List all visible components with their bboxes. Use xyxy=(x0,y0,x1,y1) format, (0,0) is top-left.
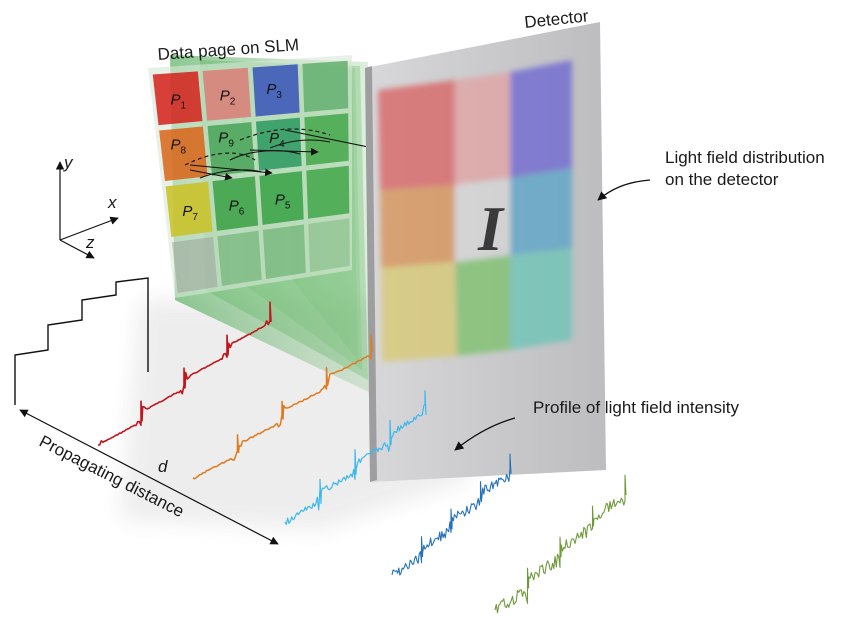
axis-triad xyxy=(55,161,119,259)
slm-cell xyxy=(165,181,213,238)
axis-x-label: x xyxy=(107,193,117,212)
staircase-profile xyxy=(14,277,149,405)
slm-cell xyxy=(306,165,350,219)
slm-page-label: P3 xyxy=(266,81,282,101)
axis-z-line xyxy=(59,239,95,259)
light-field-label-line1: Light field distribution xyxy=(665,148,825,167)
light-field-label-line2: on the detector xyxy=(665,170,779,189)
annotation-pointers xyxy=(454,179,651,451)
profile-cyan xyxy=(284,390,427,525)
slm-cell xyxy=(171,236,218,293)
profile-blue xyxy=(391,453,512,576)
slm-cell xyxy=(217,230,262,287)
detector-panel: I xyxy=(365,22,606,482)
axis-y-label: y xyxy=(63,153,74,172)
slm-cell xyxy=(304,113,349,166)
propagating-distance-arrow xyxy=(19,409,279,545)
intensity-profiles xyxy=(98,301,627,614)
profile-label: Profile of light field intensity xyxy=(533,398,739,417)
detector-light-field xyxy=(378,60,572,362)
slm-cell xyxy=(302,60,349,113)
slm-cell xyxy=(262,224,306,280)
slm-page-label: P2 xyxy=(220,88,236,108)
profile-orange xyxy=(192,333,373,480)
profile-pointer xyxy=(454,417,516,451)
axis-z-label: z xyxy=(85,233,95,252)
slm-page-label: P6 xyxy=(229,197,245,217)
slm-page-label: P9 xyxy=(218,129,234,149)
light-field-pointer xyxy=(597,179,651,201)
slm-cell xyxy=(252,64,300,117)
profile-green xyxy=(494,474,627,614)
slm-cell xyxy=(207,122,255,176)
slm-cell xyxy=(152,71,203,126)
distance-d-label: d xyxy=(158,457,168,476)
slm-cell xyxy=(202,67,252,121)
slm-page-label: P5 xyxy=(275,192,291,212)
axis-x-line xyxy=(59,216,119,241)
slm-cell xyxy=(212,176,259,231)
profile-red xyxy=(98,301,272,446)
slm-cell xyxy=(159,126,208,182)
slm-cell xyxy=(259,171,304,225)
slm-page-label: P8 xyxy=(171,137,187,157)
detector-big-i: I xyxy=(477,193,505,264)
slm-page-label: P1 xyxy=(171,92,187,112)
slm-cell xyxy=(308,218,350,273)
slm-page-label: P7 xyxy=(182,203,198,223)
